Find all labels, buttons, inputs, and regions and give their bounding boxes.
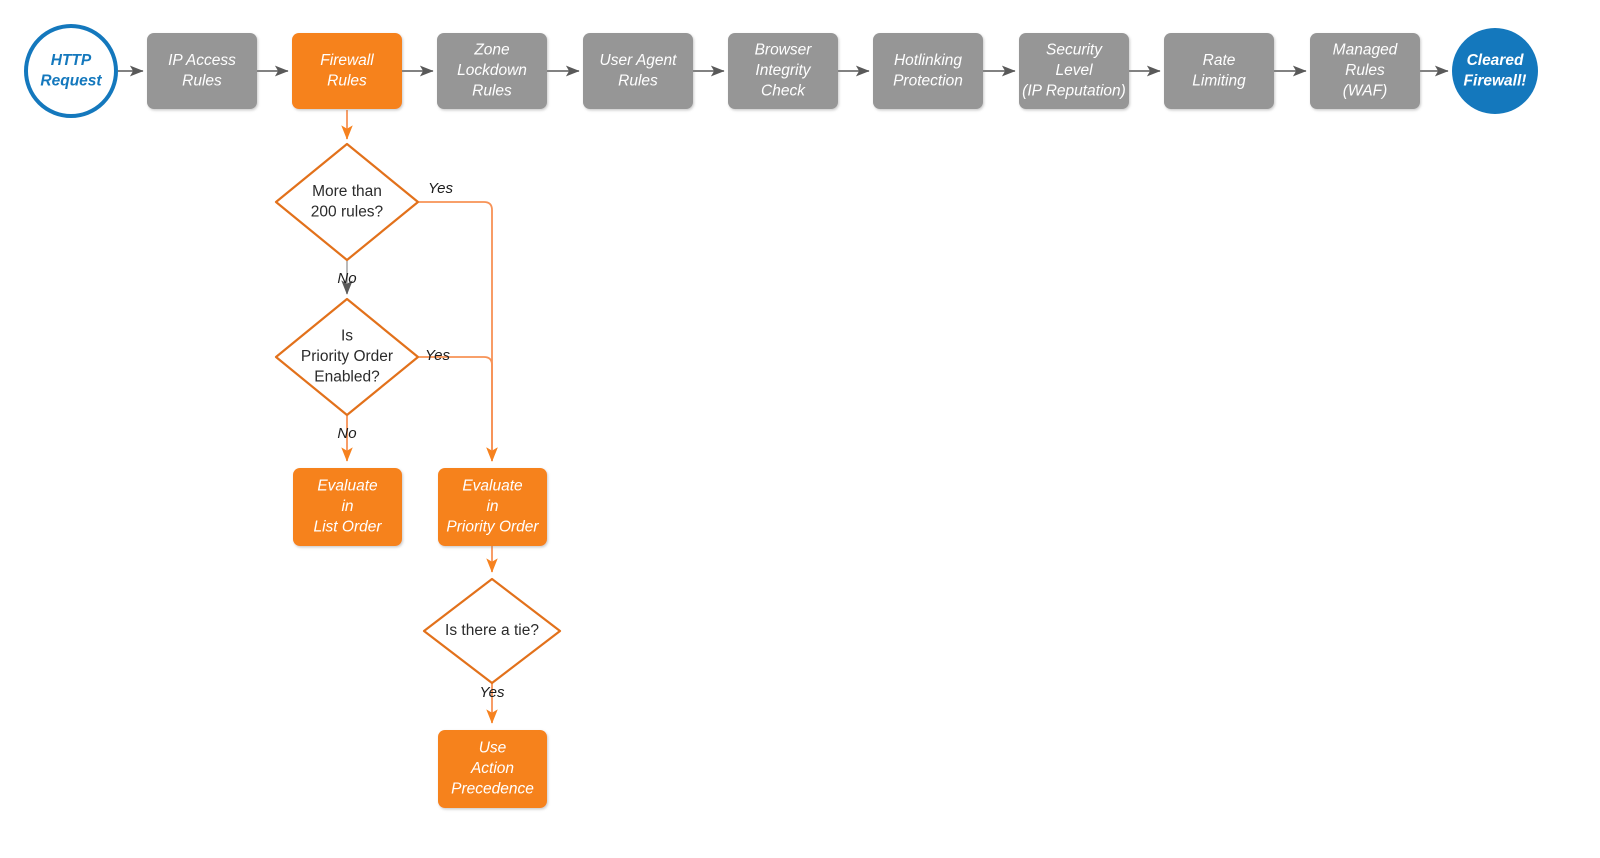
- node-text-line: Rules: [182, 72, 222, 89]
- node-text-line: 200 rules?: [311, 203, 384, 220]
- node-shape-rect: [438, 468, 547, 546]
- node-text-line: Use: [479, 740, 507, 757]
- node-text-line: Rules: [1345, 62, 1385, 79]
- node-text-line: Managed: [1333, 42, 1399, 59]
- node-text-line: Rules: [618, 72, 658, 89]
- node-text-line: in: [341, 498, 353, 515]
- node-more-than-200-rules[interactable]: More than 200 rules?: [274, 142, 420, 262]
- node-text-line: Zone: [473, 42, 510, 59]
- node-text-line: Protection: [893, 72, 963, 89]
- label-no-priority-order: No: [337, 425, 356, 442]
- node-text-line: Firewall!: [1464, 72, 1527, 89]
- node-shape-rect: [583, 33, 693, 109]
- connector-more-than-200-yes-to-priority-eval: [419, 201, 498, 462]
- node-shape-diamond: [422, 577, 562, 685]
- node-shape-rect: [292, 33, 402, 109]
- node-shape-rect: [437, 33, 547, 109]
- node-shape-diamond: [274, 142, 420, 262]
- node-text-line: (IP Reputation): [1022, 83, 1126, 100]
- label-yes-more-than-200: Yes: [428, 180, 454, 197]
- label-yes-is-there-a-tie: Yes: [479, 684, 505, 701]
- node-text-line: Check: [761, 83, 806, 100]
- node-text-line: User Agent: [600, 52, 678, 69]
- node-shape-rect: [873, 33, 983, 109]
- node-text-line: in: [486, 498, 498, 515]
- node-text-line: Limiting: [1192, 72, 1246, 89]
- branch-connectors: [341, 110, 498, 724]
- node-text-line: List Order: [313, 519, 382, 536]
- node-text-line: Cleared: [1467, 52, 1524, 69]
- node-is-there-a-tie[interactable]: Is there a tie?: [422, 577, 562, 685]
- node-text-line: Firewall: [320, 52, 374, 69]
- node-http-request[interactable]: HTTP Request: [24, 24, 118, 118]
- node-text-line: Request: [40, 72, 102, 89]
- node-text-line: (WAF): [1343, 83, 1387, 100]
- node-text-line: IP Access: [168, 52, 236, 69]
- node-text-line: Action: [470, 760, 514, 777]
- node-text-line: Browser: [755, 42, 813, 59]
- node-text-line: Rules: [327, 72, 367, 89]
- node-text-line: Priority Order: [446, 519, 539, 536]
- label-yes-priority-order: Yes: [425, 347, 451, 364]
- node-text-line: Precedence: [451, 781, 534, 798]
- node-shape-rect: [147, 33, 257, 109]
- node-shape-circle: [1452, 28, 1538, 114]
- node-shape-rect: [1310, 33, 1420, 109]
- node-shape-rect: [1019, 33, 1129, 109]
- node-text-line: Rate: [1203, 52, 1236, 69]
- node-shape-rect: [438, 730, 547, 808]
- node-text-line: Is there a tie?: [445, 622, 539, 639]
- node-text-line: Evaluate: [317, 478, 378, 495]
- node-text-line: Security: [1046, 42, 1103, 59]
- node-shape-diamond: [274, 297, 420, 417]
- node-text-line: Is: [341, 328, 353, 345]
- node-shape-rect: [293, 468, 402, 546]
- node-text-line: Rules: [472, 83, 512, 100]
- node-text-line: Enabled?: [314, 369, 380, 386]
- node-text-line: Evaluate: [462, 478, 523, 495]
- node-text-line: HTTP: [51, 52, 92, 69]
- node-text-line: Priority Order: [301, 348, 393, 365]
- node-shape-rect: [728, 33, 838, 109]
- connector-priority-order-yes-to-priority-eval: [419, 356, 498, 462]
- node-shape-circle: [24, 24, 118, 118]
- label-no-more-than-200: No: [337, 270, 356, 287]
- node-text-line: Hotlinking: [894, 52, 962, 69]
- node-text-line: Level: [1055, 62, 1093, 79]
- node-text-line: Lockdown: [457, 62, 527, 79]
- node-shape-rect: [1164, 33, 1274, 109]
- node-text-line: Integrity: [755, 62, 811, 79]
- node-text-line: More than: [312, 183, 382, 200]
